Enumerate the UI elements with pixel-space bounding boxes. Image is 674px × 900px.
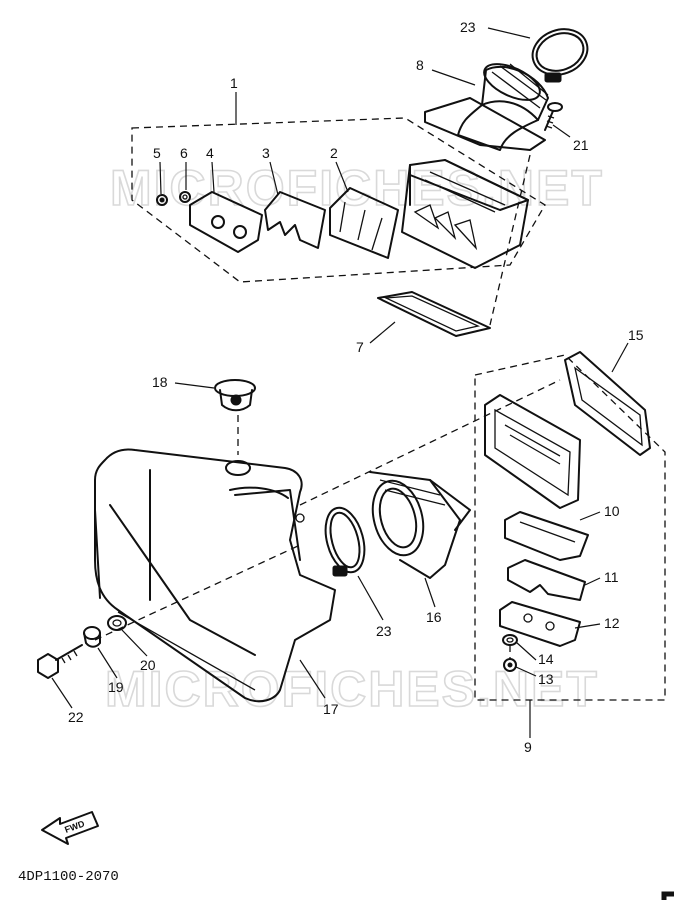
reed-body-9-part	[484, 394, 581, 509]
stopper-4-part	[189, 191, 263, 253]
cap-18-part	[214, 379, 256, 412]
screw-5-part	[156, 194, 168, 206]
callout-6: 6	[180, 145, 188, 161]
callout-23-top: 23	[460, 19, 476, 35]
callout-12: 12	[604, 615, 620, 631]
watermark-bottom: MICROFICHES.NET	[105, 661, 599, 717]
corner-mark	[661, 891, 674, 900]
carb-joint-16-part	[369, 471, 471, 579]
reed-11-part	[507, 559, 586, 601]
callout-14: 14	[538, 651, 554, 667]
intake-joint-part	[424, 63, 549, 151]
callout-22: 22	[68, 709, 84, 725]
assembly-box-1	[131, 117, 546, 283]
gasket-15-part	[564, 351, 651, 456]
callout-10: 10	[604, 503, 620, 519]
callout-5: 5	[153, 145, 161, 161]
callout-1: 1	[230, 75, 238, 91]
screw-13-part	[503, 658, 517, 672]
callout-2: 2	[330, 145, 338, 161]
callout-23-lower: 23	[376, 623, 392, 639]
callout-19: 19	[108, 679, 124, 695]
bolt-22-part	[37, 644, 83, 679]
fwd-arrow-icon: FWD	[41, 811, 99, 845]
callout-18: 18	[152, 374, 168, 390]
callout-21: 21	[573, 137, 589, 153]
callout-15: 15	[628, 327, 644, 343]
assembly-box-9	[474, 354, 666, 701]
leader-box-to-22	[94, 544, 301, 641]
callout-7: 7	[356, 339, 364, 355]
callout-13: 13	[538, 671, 554, 687]
leader-lines	[51, 27, 629, 738]
reed-3-part	[264, 191, 326, 249]
clamp-lower-part	[324, 506, 366, 577]
airbox-inlet-hole	[225, 460, 251, 476]
callout-8: 8	[416, 57, 424, 73]
clamp-top-part	[531, 28, 589, 83]
collar-19-part	[83, 626, 101, 648]
airbox-17-part	[94, 448, 336, 703]
gasket-7-part	[377, 291, 491, 337]
washer-6-part	[179, 191, 191, 203]
callout-9: 9	[524, 739, 532, 755]
stopper-12-part	[499, 601, 581, 647]
callout-17: 17	[323, 701, 339, 717]
callout-16: 16	[426, 609, 442, 625]
reed-2-part	[329, 187, 399, 259]
washer-14-part	[502, 634, 518, 646]
reed-10-part	[504, 511, 589, 561]
leader-joint-to-box9	[299, 379, 561, 506]
callout-3: 3	[262, 145, 270, 161]
watermark-top: MICROFICHES.NET	[110, 160, 604, 216]
diagram-code: 4DP1100-2070	[18, 869, 119, 885]
callout-11: 11	[604, 569, 619, 585]
callout-4: 4	[206, 145, 214, 161]
washer-20-part	[107, 615, 127, 631]
leader-21-to-7	[489, 154, 531, 326]
screw-21-part	[544, 102, 563, 131]
callout-20: 20	[140, 657, 156, 673]
